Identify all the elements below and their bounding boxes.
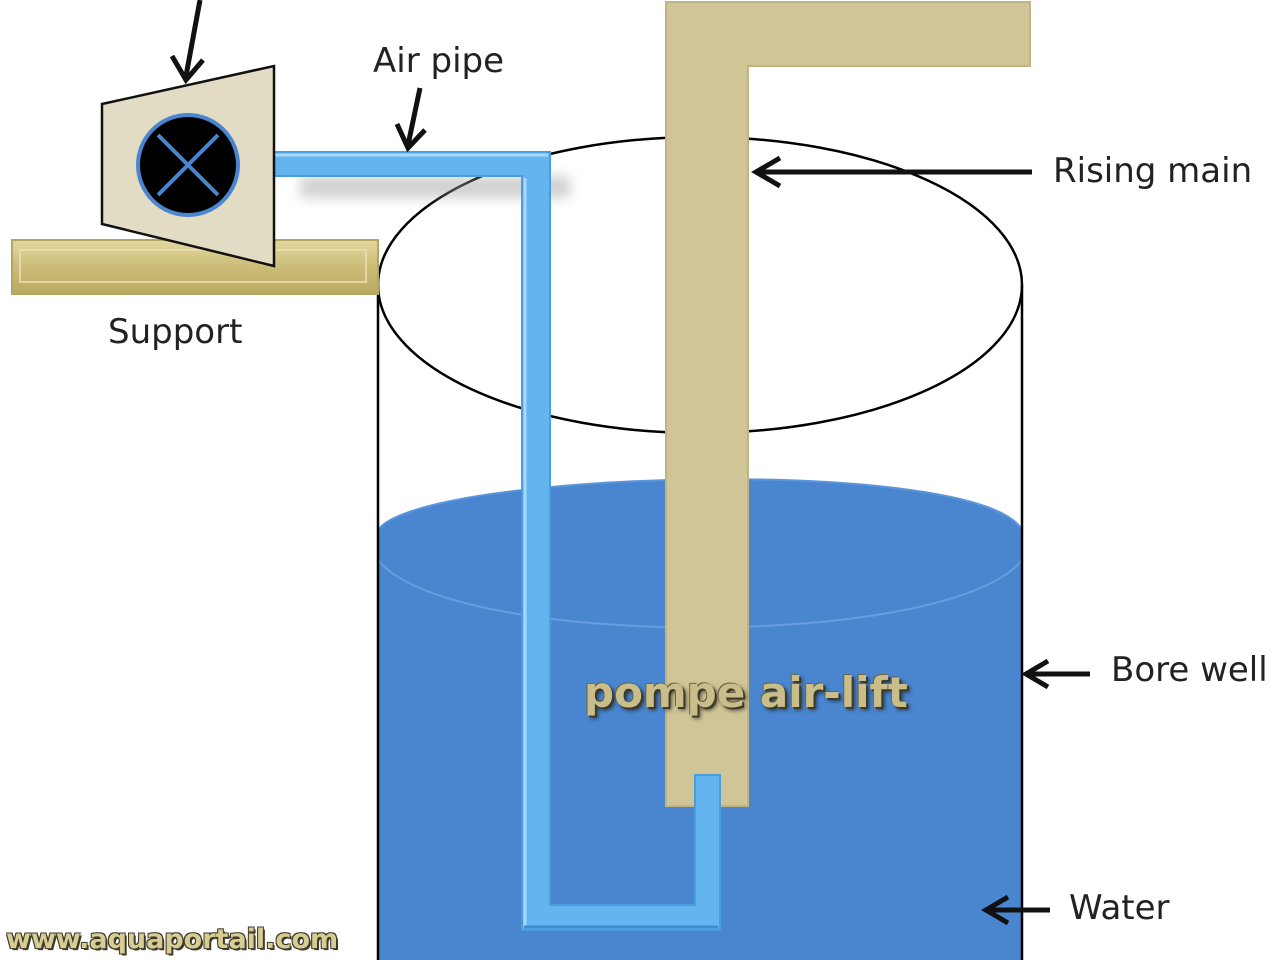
support-shelf (11, 239, 379, 295)
bore-well-arrow (1021, 658, 1090, 690)
x-in-circle-icon (136, 113, 240, 217)
site-url-watermark: www.aquaportail.com (6, 924, 339, 955)
rising-main-arrow (751, 155, 1032, 189)
support-shelf-inner (19, 249, 367, 283)
rising-main-label: Rising main (1053, 151, 1253, 191)
air-compressor (100, 64, 276, 268)
air-pipe-shadow (300, 176, 570, 198)
air-pipe (271, 151, 721, 931)
compressor-arrow (169, 0, 205, 85)
air-pipe-arrow (394, 87, 427, 153)
title-watermark: pompe air-lift (584, 668, 908, 717)
rising-main-pipe (665, 1, 1031, 807)
water-arrow (981, 894, 1050, 926)
air-pipe-label: Air pipe (373, 41, 505, 81)
support-label: Support (108, 312, 243, 352)
water-label: Water (1069, 888, 1170, 928)
bore-well-label: Bore well (1111, 650, 1268, 690)
